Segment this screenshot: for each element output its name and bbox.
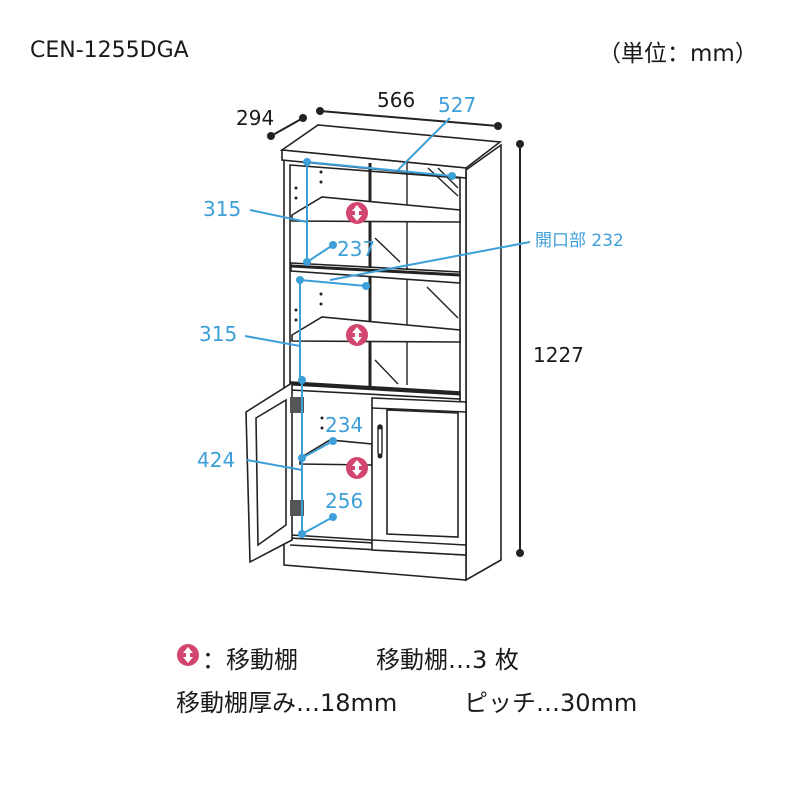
upper-shelf-height-label: 315	[203, 197, 241, 221]
unit-label: （単位：mm）	[598, 41, 758, 67]
lower-depth-bottom-label: 256	[325, 489, 363, 513]
opening-label: 開口部 232	[535, 231, 624, 251]
hinge-icon	[290, 500, 304, 516]
movable-shelf-marker-icon	[346, 202, 368, 224]
model-number: CEN-1255DGA	[30, 38, 189, 63]
shelf-pitch: ピッチ…30mm	[464, 689, 638, 717]
right-door[interactable]	[371, 397, 467, 556]
lower-depth-top-label: 234	[325, 413, 363, 437]
left-door-open[interactable]	[245, 381, 304, 564]
upper-depth-label: 237	[337, 237, 375, 261]
inner-dimension-lines	[244, 117, 531, 538]
depth-label: 294	[236, 106, 274, 130]
movable-shelf-count: 移動棚…3 枚	[376, 646, 519, 674]
legend-movable-shelf-label: ：移動棚	[202, 646, 298, 674]
movable-shelf-marker-icon	[346, 457, 368, 479]
middle-shelf-height-label: 315	[199, 322, 237, 346]
legend-movable-shelf-icon	[177, 644, 199, 666]
width-label: 566	[377, 88, 415, 112]
shelf-thickness: 移動棚厚み…18mm	[176, 689, 398, 717]
hinge-icon	[290, 397, 304, 413]
movable-shelf-marker-icon	[346, 324, 368, 346]
height-label: 1227	[533, 343, 584, 367]
inner-width-label: 527	[438, 93, 476, 117]
overall-dimension-lines	[267, 107, 524, 557]
lower-cabinet-height-label: 424	[197, 448, 235, 472]
